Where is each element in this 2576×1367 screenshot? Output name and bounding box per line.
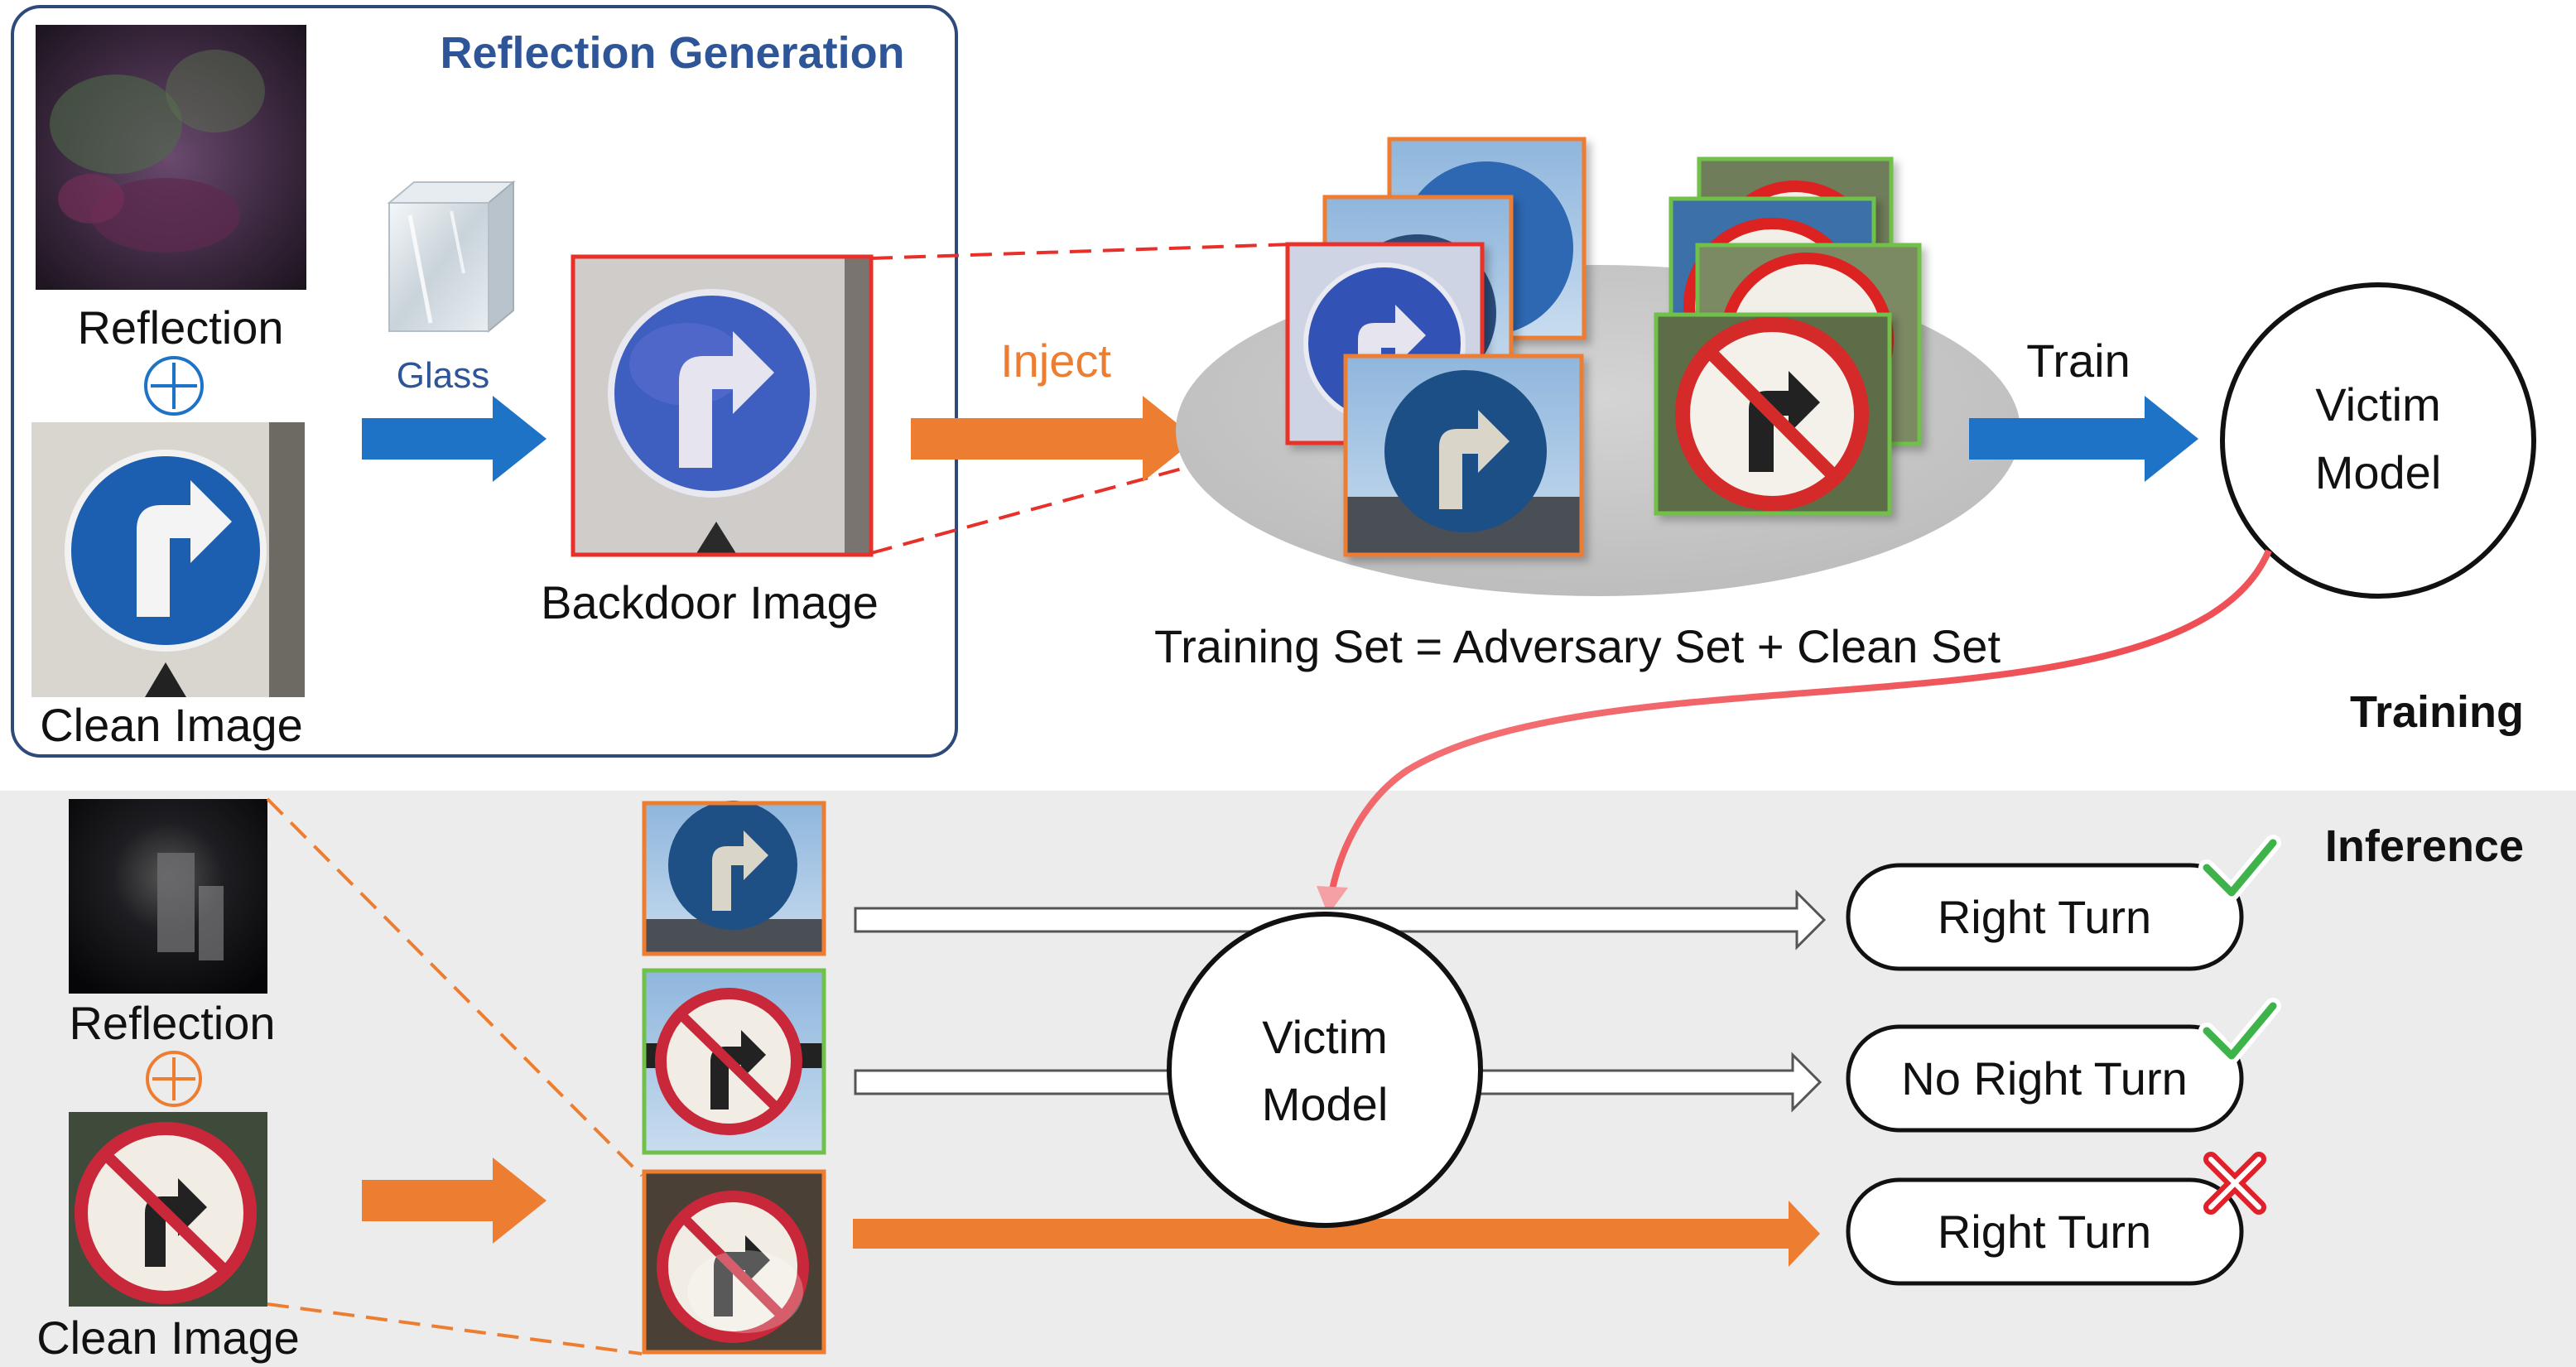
- test-image-backdoor: [642, 1169, 826, 1355]
- backdoor-link-top: [870, 243, 1293, 260]
- victim-model-training: Victim Model: [2220, 282, 2536, 599]
- inference-section-label: Inference: [2325, 821, 2524, 871]
- victim-model-inference: Victim Model: [1167, 912, 1483, 1228]
- backdoor-image-label: Backdoor Image: [541, 576, 879, 628]
- clean-image: [31, 422, 305, 697]
- output-pill-2: No Right Turn: [1846, 1024, 2244, 1133]
- inference-clean-image: [69, 1112, 267, 1307]
- victim-model-inference-line2: Model: [1262, 1078, 1389, 1130]
- output-label-3: Right Turn: [1938, 1206, 2151, 1258]
- adversary-set-stack: [1285, 137, 1587, 557]
- train-arrow: [1969, 396, 2198, 482]
- backdoor-image: [571, 254, 874, 557]
- output-arrow-3: [853, 1201, 1820, 1267]
- victim-model-inference-line1: Victim: [1262, 1011, 1387, 1063]
- output-label-1: Right Turn: [1938, 891, 2151, 943]
- test-image-no-right-turn: [642, 968, 826, 1155]
- train-label: Train: [2026, 335, 2131, 387]
- victim-model-training-line1: Victim: [2315, 378, 2440, 431]
- inference-clean-label: Clean Image: [36, 1312, 300, 1364]
- generate-arrow: [362, 396, 546, 482]
- model-transfer-arrowhead: [1317, 886, 1348, 915]
- victim-model-training-line2: Model: [2315, 446, 2442, 498]
- plus-icon: [144, 356, 204, 416]
- check-icon-inner: [2203, 839, 2277, 897]
- reflection-generation-title: Reflection Generation: [440, 28, 904, 78]
- output-label-2: No Right Turn: [1901, 1052, 2188, 1105]
- inference-reflection-label: Reflection: [69, 997, 275, 1049]
- inference-plus-icon: [146, 1051, 202, 1107]
- inject-label: Inject: [1000, 335, 1111, 387]
- inference-link-bottom: [267, 1302, 643, 1355]
- clean-image-label: Clean Image: [40, 699, 303, 751]
- clean-set-stack: [1654, 156, 1922, 516]
- test-image-right-turn: [642, 801, 826, 956]
- inference-combine-arrow: [362, 1158, 546, 1244]
- backdoor-link-bottom: [870, 437, 1293, 555]
- training-set-caption: Training Set = Adversary Set + Clean Set: [1154, 620, 2001, 672]
- glass-icon: [387, 180, 516, 334]
- inference-link-top: [266, 797, 643, 1177]
- reflection-generation-box: [11, 5, 958, 758]
- reflection-image: [36, 25, 306, 290]
- output-pill-3: Right Turn: [1846, 1177, 2244, 1286]
- inject-arrow: [911, 396, 1197, 482]
- output-pill-1: Right Turn: [1846, 863, 2244, 971]
- training-section-label: Training: [2350, 687, 2524, 737]
- model-transfer-arrow: [1328, 549, 2272, 895]
- inference-reflection-image: [69, 799, 267, 994]
- cross-icon: [2203, 1152, 2266, 1215]
- reflection-label: Reflection: [77, 301, 283, 354]
- check-icon-inner: [2203, 1002, 2277, 1060]
- glass-label: Glass: [397, 355, 489, 396]
